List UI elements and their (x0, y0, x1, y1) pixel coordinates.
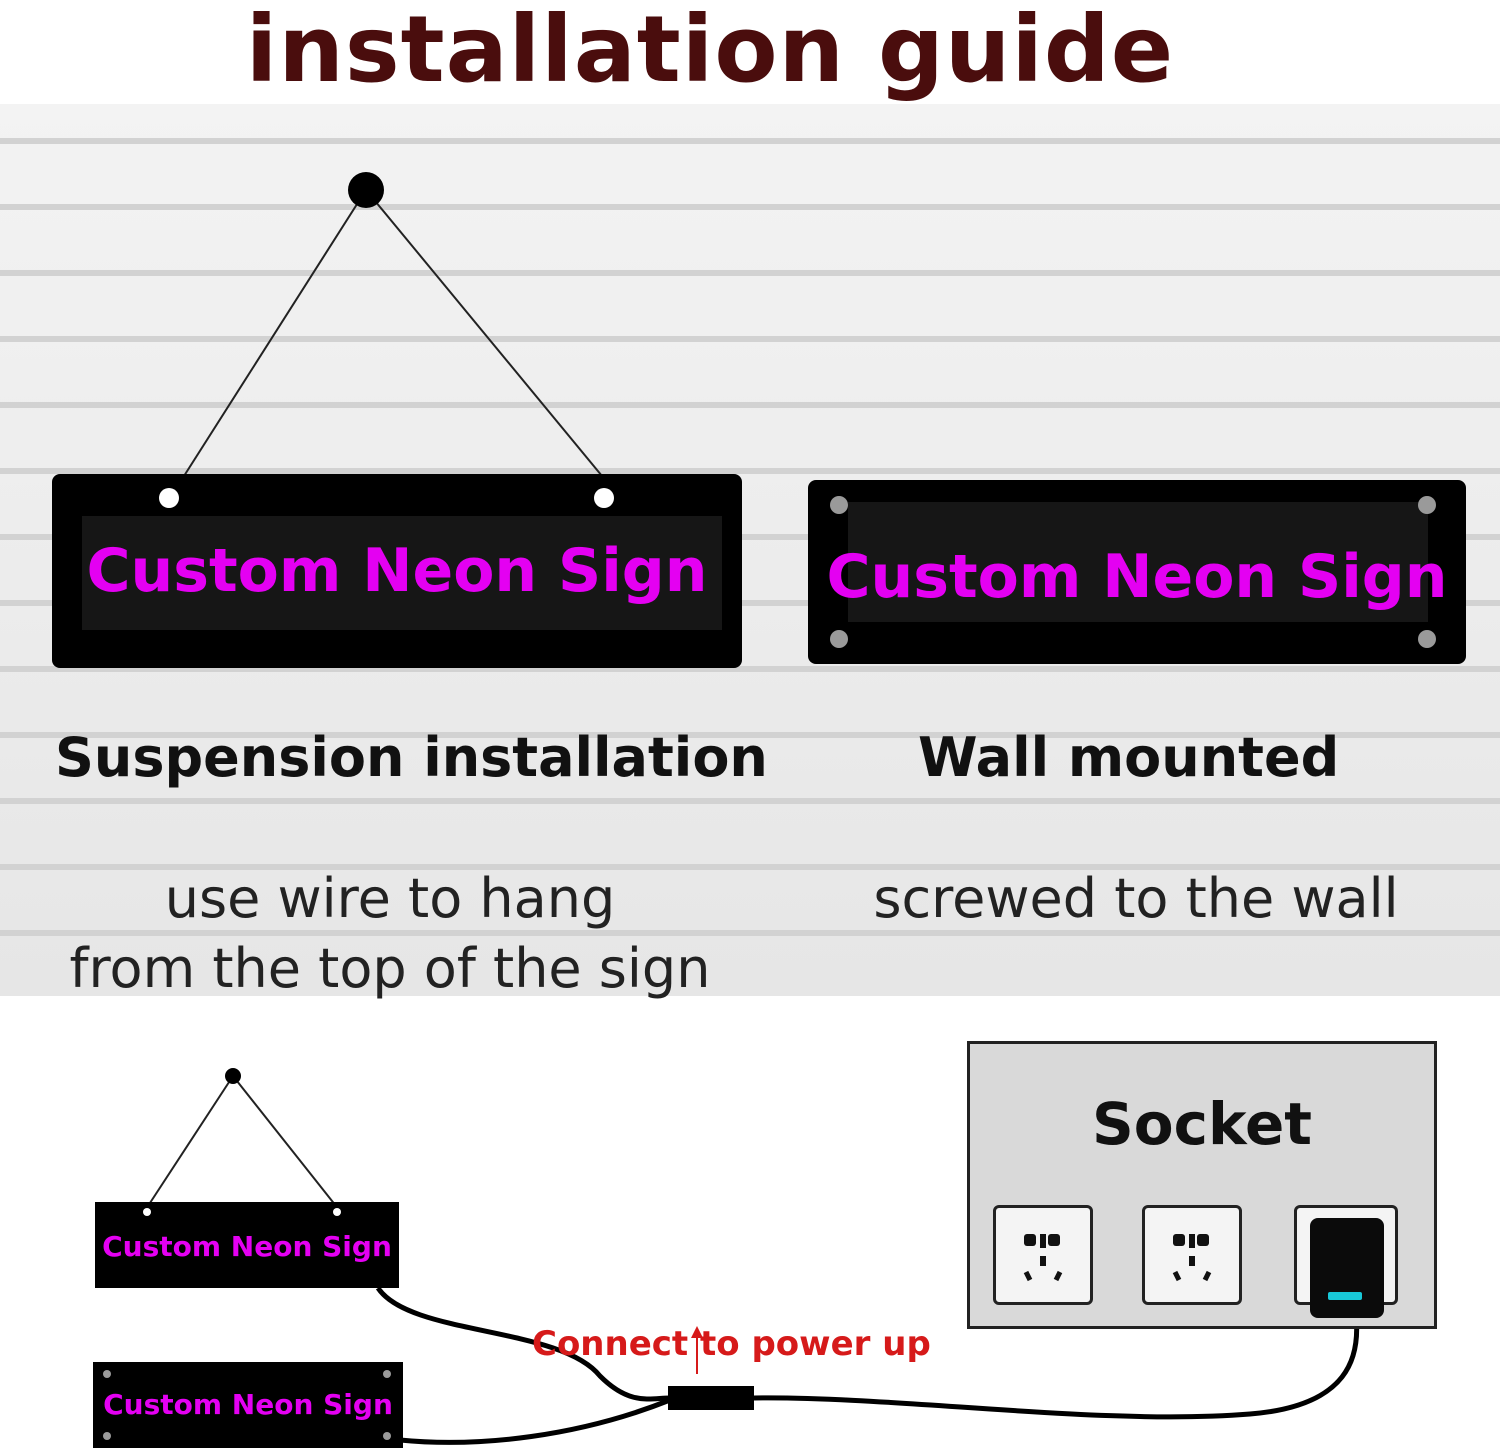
screw-icon (830, 496, 848, 514)
wall-mounted-sign: Custom Neon Sign (808, 480, 1466, 664)
mount-hole-icon (594, 488, 614, 508)
page-title: installation guide (245, 0, 1175, 103)
suspension-heading: Suspension installation (55, 726, 768, 789)
connect-label: Connect to power up (532, 1324, 931, 1364)
power-adapter-icon (1310, 1218, 1384, 1318)
suspension-desc-line1: use wire to hang (164, 867, 616, 930)
small-hanging-sign: Custom Neon Sign (95, 1202, 399, 1288)
screw-icon (1418, 496, 1436, 514)
sign-text: Custom Neon Sign (826, 542, 1448, 612)
suspension-sign: Custom Neon Sign (52, 474, 742, 668)
screw-icon (103, 1370, 111, 1378)
small-mounted-sign: Custom Neon Sign (93, 1362, 403, 1448)
power-cable-icon (147, 1068, 1360, 1445)
screw-icon (383, 1432, 391, 1440)
sign-text: Custom Neon Sign (86, 536, 708, 606)
mount-hole-icon (143, 1208, 151, 1216)
socket-label: Socket (1091, 1090, 1313, 1158)
wall-mounted-heading: Wall mounted (918, 726, 1340, 789)
suspension-desc-line2: from the top of the sign (69, 937, 711, 1000)
screw-icon (1418, 630, 1436, 648)
mount-hole-icon (159, 488, 179, 508)
screw-icon (383, 1370, 391, 1378)
screw-icon (103, 1432, 111, 1440)
adapter-led-icon (1328, 1292, 1362, 1300)
wall-mounted-desc: screwed to the wall (873, 867, 1399, 930)
outlet-icon (993, 1205, 1093, 1305)
outlet-icon (1142, 1205, 1242, 1305)
small-sign-text: Custom Neon Sign (102, 1230, 392, 1263)
hanging-nail-icon (348, 172, 384, 208)
mount-hole-icon (333, 1208, 341, 1216)
screw-icon (830, 630, 848, 648)
small-sign-text: Custom Neon Sign (103, 1388, 393, 1421)
hanging-wire-icon (183, 172, 603, 477)
